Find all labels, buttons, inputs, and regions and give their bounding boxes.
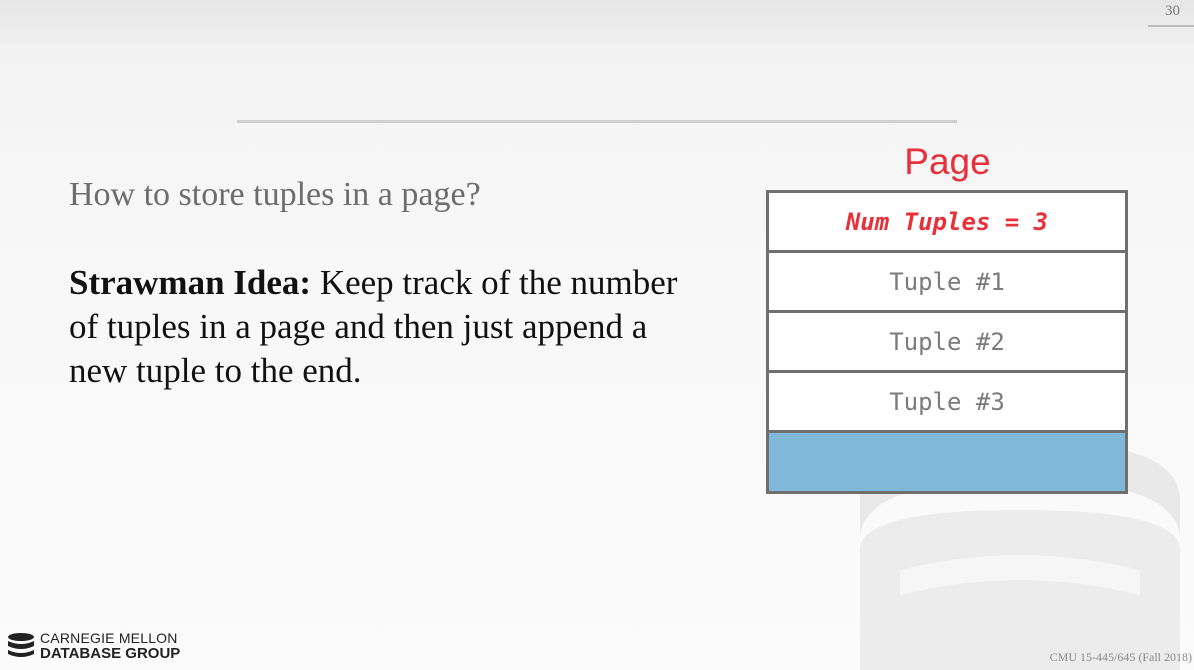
tuple-slot-1: Tuple #1 — [769, 253, 1125, 313]
course-footer: CMU 15-445/645 (Fall 2018) — [1049, 650, 1192, 664]
page-diagram-title: Page — [904, 141, 991, 182]
tuple-slot-3: Tuple #3 — [769, 373, 1125, 433]
page-header-slot: Num Tuples = 3 — [769, 193, 1125, 253]
free-space-slot — [769, 433, 1125, 491]
title-rule — [237, 120, 957, 123]
header-band — [0, 0, 1194, 44]
logo-line-1: CARNEGIE MELLON — [40, 630, 178, 646]
database-stack-icon — [8, 633, 34, 657]
idea-label: Strawman Idea: — [69, 263, 312, 302]
idea-paragraph: Strawman Idea: Keep track of the number … — [69, 261, 689, 393]
page-diagram: Num Tuples = 3 Tuple #1 Tuple #2 Tuple #… — [766, 190, 1128, 494]
idea-text: Keep track of the number of tuples in a … — [69, 263, 678, 390]
logo-line-2: DATABASE GROUP — [40, 645, 181, 662]
cmu-db-logo: CARNEGIE MELLON DATABASE GROUP — [6, 631, 180, 661]
slide-number-rule — [1148, 25, 1194, 27]
slide-number: 30 — [1165, 3, 1180, 19]
question-text: How to store tuples in a page? — [69, 176, 481, 213]
tuple-slot-2: Tuple #2 — [769, 313, 1125, 373]
